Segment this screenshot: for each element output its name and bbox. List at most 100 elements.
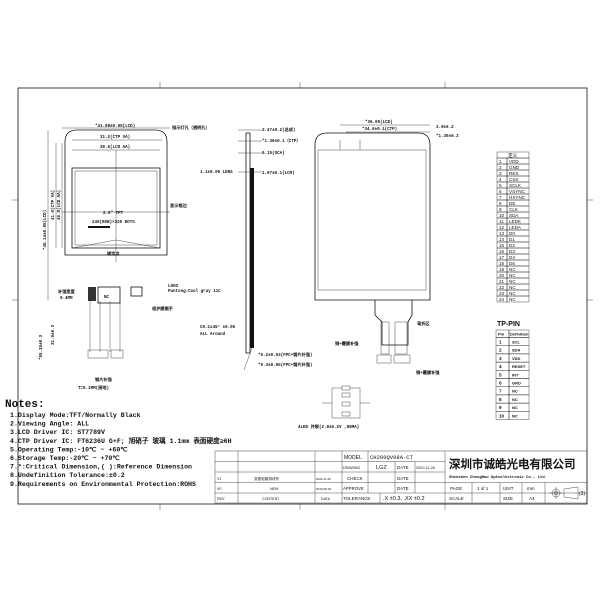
pin-number: 17 bbox=[499, 255, 505, 260]
note-item: 2.Viewing Angle: ALL bbox=[10, 421, 89, 428]
date-value: 2020.11.26 bbox=[416, 466, 435, 470]
title-block bbox=[214, 450, 588, 504]
tp-pin-row: 10 NC bbox=[495, 411, 530, 420]
tp-pin-name: INT bbox=[512, 372, 519, 377]
pin-number: 11 bbox=[499, 219, 504, 224]
led-spec-label: 4LED 并联(2.8±0.2V ,80MA) bbox=[298, 423, 359, 430]
note-item: 5.Operating Temp:-10℃ ~ +60℃ bbox=[10, 445, 128, 453]
notes: Notes: 1.Display Mode:TFT/Normally Black… bbox=[5, 399, 232, 488]
pin-name: NC bbox=[509, 273, 516, 278]
pin-name: D4 bbox=[509, 255, 515, 260]
scale-label: SCALE bbox=[449, 496, 464, 501]
check-label: CHECK bbox=[347, 476, 363, 481]
note-item: 4.CTP Driver IC: FT6236U G+F; 旭硝子 玻璃 1.1… bbox=[10, 436, 232, 445]
pin-row: 20 NC bbox=[496, 271, 530, 279]
approve-date-label: DATE bbox=[397, 486, 409, 491]
note-item: 8.Undefinition Tolerance:±0.2 bbox=[10, 472, 125, 479]
content-label: CONTENT bbox=[262, 497, 280, 501]
tp-pin-name: NC bbox=[512, 413, 518, 418]
chamfer-label: C0.1x45° ±0.05 bbox=[200, 325, 236, 330]
pin-number: 22 bbox=[499, 285, 505, 290]
note-item: 3.LCD Driver IC: ST7789V bbox=[10, 429, 105, 436]
check-date-label: DATE bbox=[397, 476, 409, 481]
pin-row: 6 VSYNC bbox=[496, 187, 530, 195]
unit-label: UNIT bbox=[503, 486, 514, 491]
protective-film-tab-label: 保护膜撕手 bbox=[151, 305, 174, 312]
approve-label: APPROVE bbox=[343, 486, 364, 491]
pin-number: 14 bbox=[499, 237, 505, 242]
tolerance-label: TOLERANCE bbox=[343, 496, 370, 501]
notes-title: Notes: bbox=[5, 399, 45, 411]
frame-ticks bbox=[12, 82, 593, 510]
stiffener-label: 钢片补强 bbox=[95, 376, 113, 383]
rev-v1-content: 变更电路排线号 bbox=[254, 476, 280, 481]
back-view: *36.05(LCD) *34.6±0.1(CTP) 3.0±0.2 *1.35… bbox=[298, 120, 459, 430]
frame-label: 显示框边 bbox=[170, 202, 188, 209]
dim-oca-thickness: 0.15(OCA) bbox=[262, 151, 285, 156]
pin-name: NC bbox=[509, 297, 516, 302]
tp-pin-title: TP-PIN bbox=[497, 321, 520, 328]
tp-pin-number: 4 bbox=[499, 364, 502, 369]
pin-row: 22 NC bbox=[496, 283, 530, 291]
pin-number: 8 bbox=[499, 201, 502, 206]
pin-number: 4 bbox=[499, 177, 502, 182]
rev-v0-content: NEW bbox=[270, 487, 279, 491]
dim-ctp-thickness: *1.36±0.1（CTP） bbox=[262, 138, 301, 144]
pin-number: 13 bbox=[499, 231, 505, 236]
pin-number: 16 bbox=[499, 249, 505, 254]
pin-number: 9 bbox=[499, 207, 502, 212]
tp-col-pin: Pin bbox=[498, 332, 505, 337]
rev-v0: V0 bbox=[217, 487, 221, 491]
pin-name: HSYNC bbox=[509, 195, 526, 200]
pin-name: VSYNC bbox=[509, 189, 526, 194]
pin-name: D5 bbox=[509, 261, 515, 266]
pin-name: RES bbox=[509, 171, 518, 176]
bond-point-label: 绑定点 bbox=[107, 250, 120, 257]
tp-pin-row: 4 RESET bbox=[495, 361, 530, 371]
pin-name: NC bbox=[509, 279, 516, 284]
tp-pin-name: NC bbox=[512, 389, 518, 394]
tp-pin-name: SCL bbox=[512, 340, 521, 345]
pin-name: NC bbox=[509, 285, 516, 290]
pin-number: 10 bbox=[499, 213, 505, 218]
projection-symbol-icon bbox=[550, 486, 579, 500]
dim-back-r2: *1.35±0.2 bbox=[436, 134, 459, 139]
date-label: DATE bbox=[397, 465, 409, 470]
pin-name: LEDK bbox=[509, 219, 522, 224]
drawing-label: DRAWING bbox=[343, 466, 360, 470]
pin-number: 5 bbox=[499, 183, 502, 188]
pin-name: D2 bbox=[509, 243, 515, 248]
dim-back-width-lcd: *36.05(LCD) bbox=[365, 120, 393, 125]
resolution-label: 240(RGB)×320 DOTS bbox=[92, 220, 135, 225]
note-item: 1.Display Mode:TFT/Normally Black bbox=[10, 412, 141, 419]
pin-name: SDA bbox=[509, 213, 519, 218]
pin-row: 11 LEDK bbox=[496, 217, 530, 225]
tp-pin-number: 10 bbox=[499, 413, 505, 418]
tp-pin-name: RESET bbox=[512, 364, 526, 369]
pin-number: 6 bbox=[499, 189, 502, 194]
bend-area-label: 弯折区 bbox=[417, 320, 430, 327]
warning-note-2: 铜+覆膜补强 bbox=[416, 369, 440, 376]
pin-number: 20 bbox=[499, 273, 505, 278]
stiffener-thickness-label: T=0.1MM(接地) bbox=[78, 384, 109, 391]
size-label: SIZE bbox=[503, 496, 513, 501]
front-view: *41.88±0.05(LCD) 31.2(CTP VA) 30.6(LCD A… bbox=[39, 124, 221, 391]
pin-name: VDD bbox=[509, 159, 519, 164]
dim-fpc-thickness-1: *0.2±0.03(FPC+钢片补强) bbox=[258, 351, 312, 358]
tp-pin-number: 8 bbox=[499, 397, 502, 402]
panel-size-label: 2.0" TPT bbox=[103, 211, 124, 216]
model-label: MODEL bbox=[344, 455, 362, 461]
